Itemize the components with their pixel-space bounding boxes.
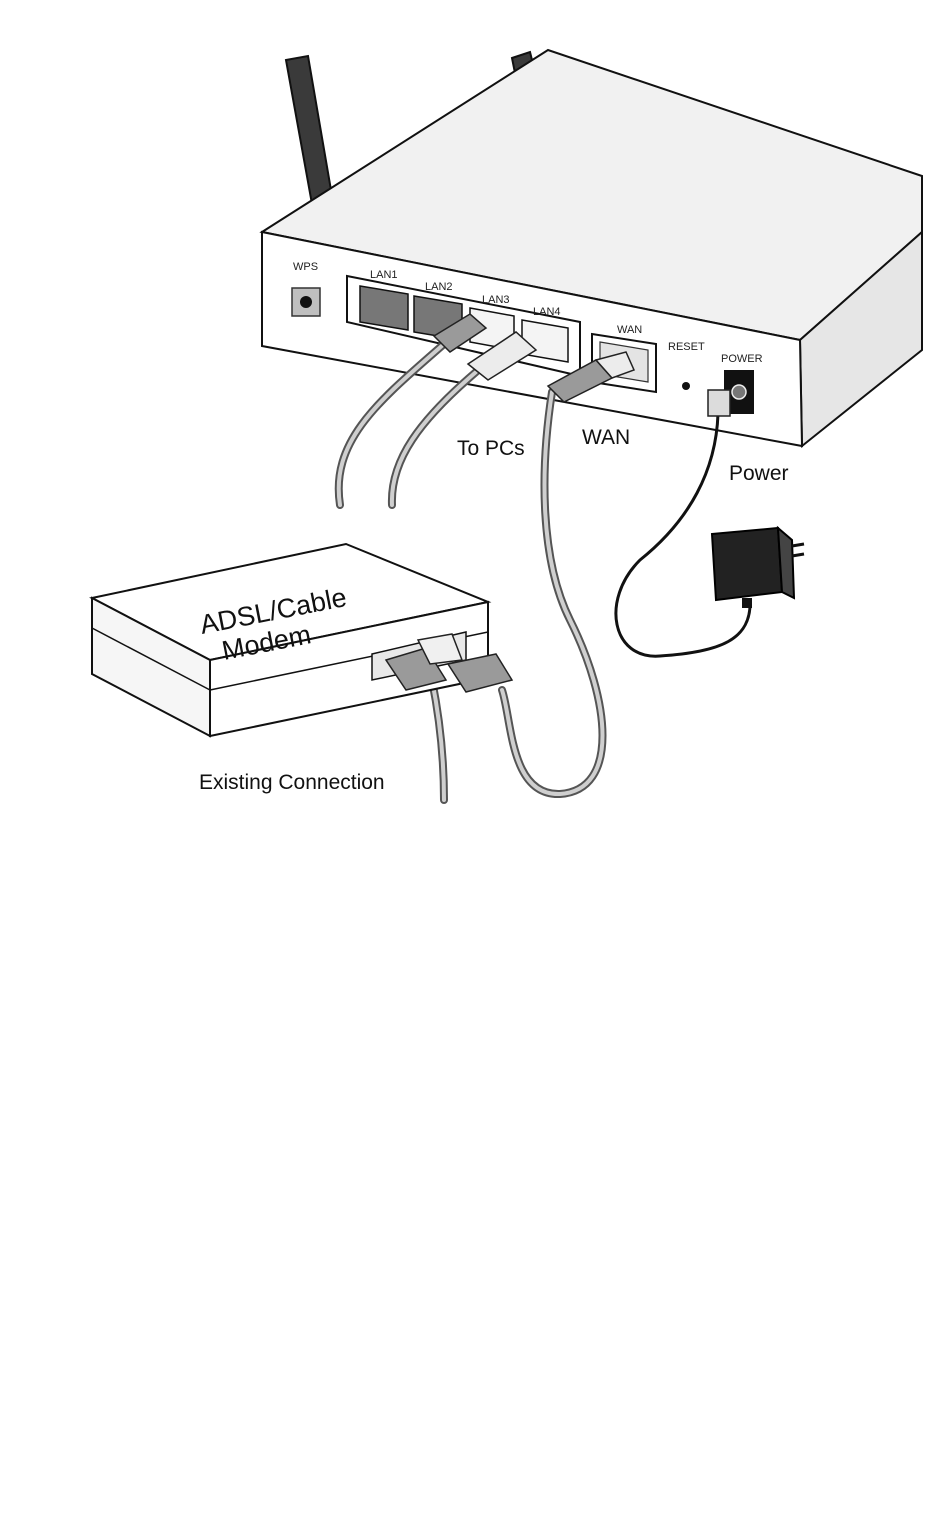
lan2-label: LAN2	[425, 281, 453, 293]
to-pcs-label: To PCs	[457, 437, 525, 460]
power-plug	[708, 390, 730, 416]
antenna-left	[286, 56, 332, 204]
wan-port-label: WAN	[617, 324, 642, 336]
power-callout-label: Power	[729, 462, 789, 485]
wps-label: WPS	[293, 261, 318, 273]
wan-callout-label: WAN	[582, 426, 630, 449]
lan1-label: LAN1	[370, 269, 398, 281]
existing-connection-label: Existing Connection	[199, 771, 385, 794]
lan4-port[interactable]	[522, 320, 568, 362]
power-port-jack	[732, 385, 746, 399]
modem: ADSL/Cable Modem	[92, 544, 512, 736]
power-port-label: POWER	[721, 353, 763, 365]
wps-button-center	[300, 296, 312, 308]
reset-button[interactable]	[682, 382, 690, 390]
reset-label: RESET	[668, 341, 705, 353]
lan3-label: LAN3	[482, 294, 510, 306]
power-adapter	[712, 528, 804, 608]
lan1-port[interactable]	[360, 286, 408, 330]
lan4-label: LAN4	[533, 306, 561, 318]
